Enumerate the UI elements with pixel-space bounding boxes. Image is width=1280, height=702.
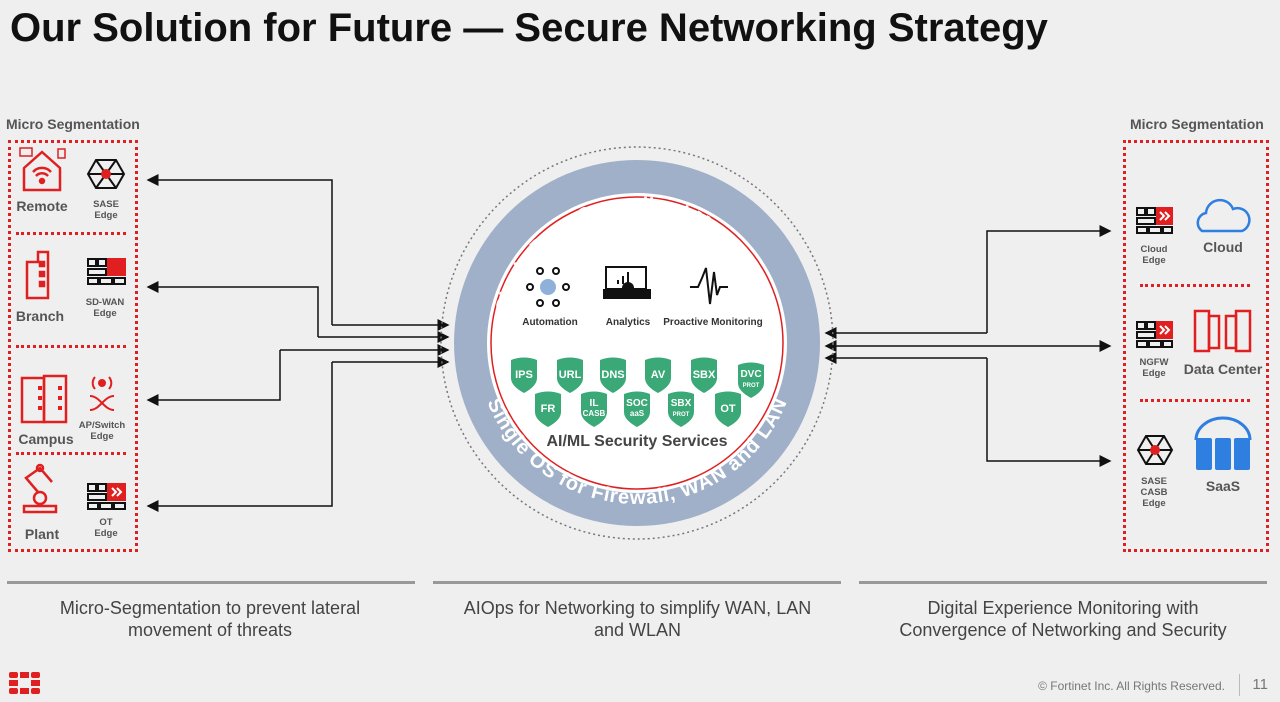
service-label: SBX [671,398,692,409]
automation-icon [526,267,570,307]
security-service-shield: FR [535,391,561,427]
cloud-edge-icon [1136,207,1173,234]
service-label: DVC [740,369,761,380]
site-label: Campus [18,431,74,447]
proactive-monitoring-icon [690,267,728,305]
divider-line [433,581,841,584]
sase-edge-icon [86,159,126,189]
service-label: DNS [601,369,624,381]
ap-switch-icon [89,376,115,411]
security-service-shield: OT [715,391,741,427]
service-label: aaS [630,409,645,418]
left-connectors [146,174,450,512]
security-service-shield: SBX [691,357,717,393]
analytics-icon [603,266,651,299]
ngfw-edge-icon [1136,321,1173,348]
cloud-icon [1196,198,1251,233]
copyright: © Fortinet Inc. All Rights Reserved. [1038,679,1225,693]
ot-edge-icon [87,483,126,510]
robot-arm-icon [22,463,58,514]
branch-building-icon [25,250,50,300]
capability-label: Proactive Monitoring [663,317,763,328]
outer-dotted-circle [440,146,834,540]
site-label: Branch [15,308,65,324]
divider [1140,284,1250,287]
caption-segmentation: Micro-Segmentation to prevent lateral mo… [59,598,361,640]
sdwan-edge-icon [87,258,126,285]
service-label: OT [720,403,736,415]
service-label: PROT [743,383,760,389]
caption-aiops: AIOps for Networking to simplify WAN, LA… [463,598,812,640]
right-connectors [824,225,1112,467]
divider-line [7,581,415,584]
divider [16,345,126,348]
site-label: Remote [16,198,68,214]
left-segment-box [8,140,138,552]
capability-label: Automation [522,317,578,328]
security-service-shield: DVC PROT [738,362,764,398]
service-label: AV [651,369,666,381]
service-label: URL [559,369,582,381]
capability-label: Analytics [605,317,651,328]
security-service-shield: DNS [600,357,626,393]
inner-circle [487,193,787,493]
site-label: Data Center [1183,361,1263,377]
site-label: SaaS [1205,478,1241,494]
divider-line [859,581,1267,584]
security-service-shield: URL [557,357,583,393]
service-label: IL [590,398,599,409]
divider [16,232,126,235]
right-segment-box [1123,140,1269,552]
data-center-icon [1193,309,1252,353]
caption-dem: Digital Experience Monitoring with Conve… [899,598,1227,640]
service-label: IPS [515,369,533,381]
services-title: AI/ML Security Services [546,433,728,450]
security-service-shield: AV [645,357,671,393]
campus-buildings-icon [20,374,68,424]
site-label: Cloud [1203,239,1243,255]
divider [16,452,126,455]
service-label: SBX [693,369,716,381]
page-number: 11 [1252,676,1268,693]
left-heading: Micro Segmentation [6,116,140,132]
service-label: CASB [583,409,606,418]
security-service-shield: SBX PROT [668,391,694,427]
service-label: FR [541,403,556,415]
page-title: Our Solution for Future — Secure Network… [10,6,1048,50]
site-label: Plant [24,526,60,542]
security-service-shield: IPS [511,357,537,393]
service-label: PROT [673,412,690,418]
saas-servers-icon [1194,416,1252,470]
fortinet-logo-icon [9,672,40,694]
divider [1140,399,1250,402]
service-label: SOC [626,398,648,409]
right-heading: Micro Segmentation [1130,116,1264,132]
sase-casb-icon [1136,435,1174,465]
house-wifi-icon [19,147,66,192]
footer-separator [1239,674,1240,696]
